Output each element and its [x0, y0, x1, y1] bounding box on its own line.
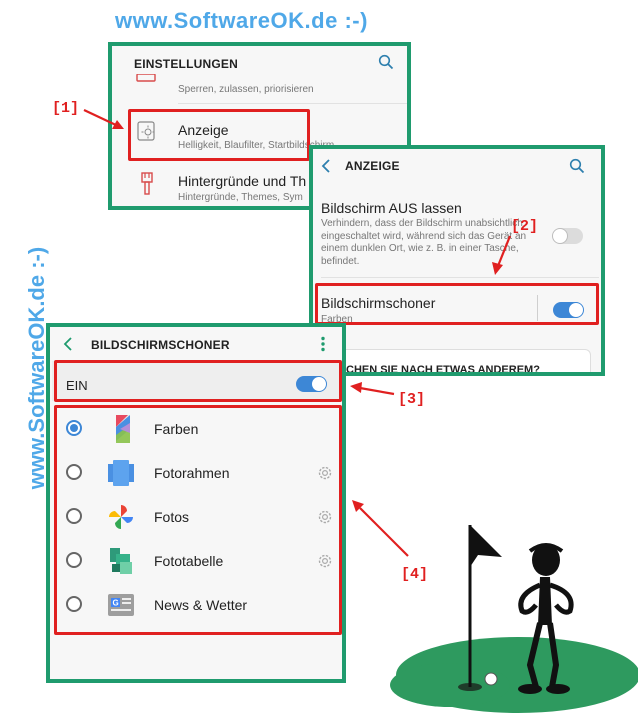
settings-item-subtitle: Helligkeit, Blaufilter, Startbildschirm	[178, 140, 335, 151]
divider	[321, 277, 599, 278]
setting-title: Bildschirmschoner	[321, 295, 436, 311]
master-switch-label: EIN	[66, 378, 88, 393]
radio-button[interactable]	[66, 596, 82, 612]
svg-text:G: G	[113, 599, 119, 608]
search-icon[interactable]	[378, 54, 394, 70]
highlight-master-switch	[54, 360, 342, 402]
option-row[interactable]: Fotorahmen	[54, 451, 342, 495]
photo-table-icon	[110, 548, 132, 574]
photo-frame-icon	[108, 460, 134, 486]
radio-button[interactable]	[66, 464, 82, 480]
colors-icon	[116, 415, 130, 443]
more-options-icon[interactable]	[320, 336, 326, 352]
setting-description: Verhindern, dass der Bildschirm unabsich…	[321, 218, 527, 267]
option-row[interactable]: G News & Wetter	[54, 583, 342, 627]
gear-icon[interactable]	[316, 508, 334, 526]
arrow-1	[83, 109, 124, 129]
option-row[interactable]: Farben	[54, 407, 342, 451]
setting-screen-off[interactable]: Bildschirm AUS lassen Verhindern, dass d…	[313, 197, 601, 277]
setting-screensaver[interactable]: Bildschirmschoner Farben	[313, 287, 601, 329]
annotation-2: [2]	[511, 218, 539, 235]
setting-title: Bildschirm AUS lassen	[321, 200, 462, 216]
back-arrow-icon[interactable]	[320, 159, 332, 173]
option-label: News & Wetter	[154, 597, 248, 613]
setting-subtitle: Farben	[321, 314, 353, 325]
settings-item-title: Hintergründe und Th	[178, 173, 307, 189]
settings-header: EINSTELLUNGEN	[134, 57, 238, 71]
paint-brush-icon	[141, 172, 153, 195]
option-row[interactable]: Fototabelle	[54, 539, 342, 583]
radio-button[interactable]	[66, 552, 82, 568]
display-panel: ANZEIGE Bildschirm AUS lassen Verhindern…	[309, 145, 605, 376]
settings-item-subtitle: Sperren, zulassen, priorisieren	[178, 84, 314, 95]
back-arrow-icon[interactable]	[62, 337, 74, 351]
radio-button[interactable]	[66, 420, 82, 436]
vertical-divider	[537, 295, 538, 321]
suggestion-title: CHEN SIE NACH ETWAS ANDEREM?	[346, 364, 540, 376]
screen-off-toggle[interactable]	[552, 228, 583, 244]
display-header: ANZEIGE	[345, 159, 400, 173]
settings-item-notifications[interactable]: Sperren, zulassen, priorisieren	[112, 72, 407, 102]
master-toggle[interactable]	[296, 376, 327, 392]
annotation-1: [1]	[52, 100, 80, 117]
watermark-top: www.SoftwareOK.de :-)	[115, 8, 368, 33]
search-icon[interactable]	[569, 158, 585, 174]
suggestion-card: CHEN SIE NACH ETWAS ANDEREM?	[323, 349, 591, 376]
annotation-3: [3]	[398, 391, 426, 408]
gear-icon[interactable]	[316, 464, 334, 482]
highlight-display-item	[128, 109, 310, 161]
gear-icon[interactable]	[316, 552, 334, 570]
annotation-4: [4]	[401, 566, 429, 583]
option-label: Fotos	[154, 509, 190, 525]
option-label: Fototabelle	[154, 553, 224, 569]
screensaver-header: BILDSCHIRMSCHONER	[91, 338, 230, 352]
settings-item-display[interactable]: Anzeige Helligkeit, Blaufilter, Startbil…	[112, 110, 407, 152]
display-brightness-icon	[137, 121, 155, 141]
settings-item-title: Anzeige	[178, 122, 229, 138]
arrow-3	[350, 382, 395, 396]
option-row[interactable]: Fotos	[54, 495, 342, 539]
settings-item-wallpapers[interactable]: Hintergründe und Th Hintergründe, Themes…	[112, 168, 407, 206]
google-photos-icon	[109, 505, 133, 529]
settings-item-subtitle: Hintergründe, Themes, Sym	[178, 192, 303, 203]
highlight-options-list	[54, 405, 342, 635]
divider	[178, 103, 407, 104]
radio-button[interactable]	[66, 508, 82, 524]
screensaver-toggle[interactable]	[553, 302, 584, 318]
option-label: Fotorahmen	[154, 465, 230, 481]
highlight-screensaver-item	[315, 283, 599, 325]
golf-cartoon-illustration	[390, 525, 638, 713]
settings-panel: EINSTELLUNGEN Sperren, zulassen, prioris…	[108, 42, 411, 210]
screensaver-panel: BILDSCHIRMSCHONER EIN Farben Fotorahmen …	[46, 323, 346, 683]
master-switch-row[interactable]: EIN	[52, 361, 342, 401]
arrow-4	[352, 500, 409, 557]
news-weather-icon: G	[108, 594, 134, 616]
arrow-2	[492, 235, 512, 275]
notification-icon	[136, 74, 156, 82]
option-label: Farben	[154, 421, 199, 437]
